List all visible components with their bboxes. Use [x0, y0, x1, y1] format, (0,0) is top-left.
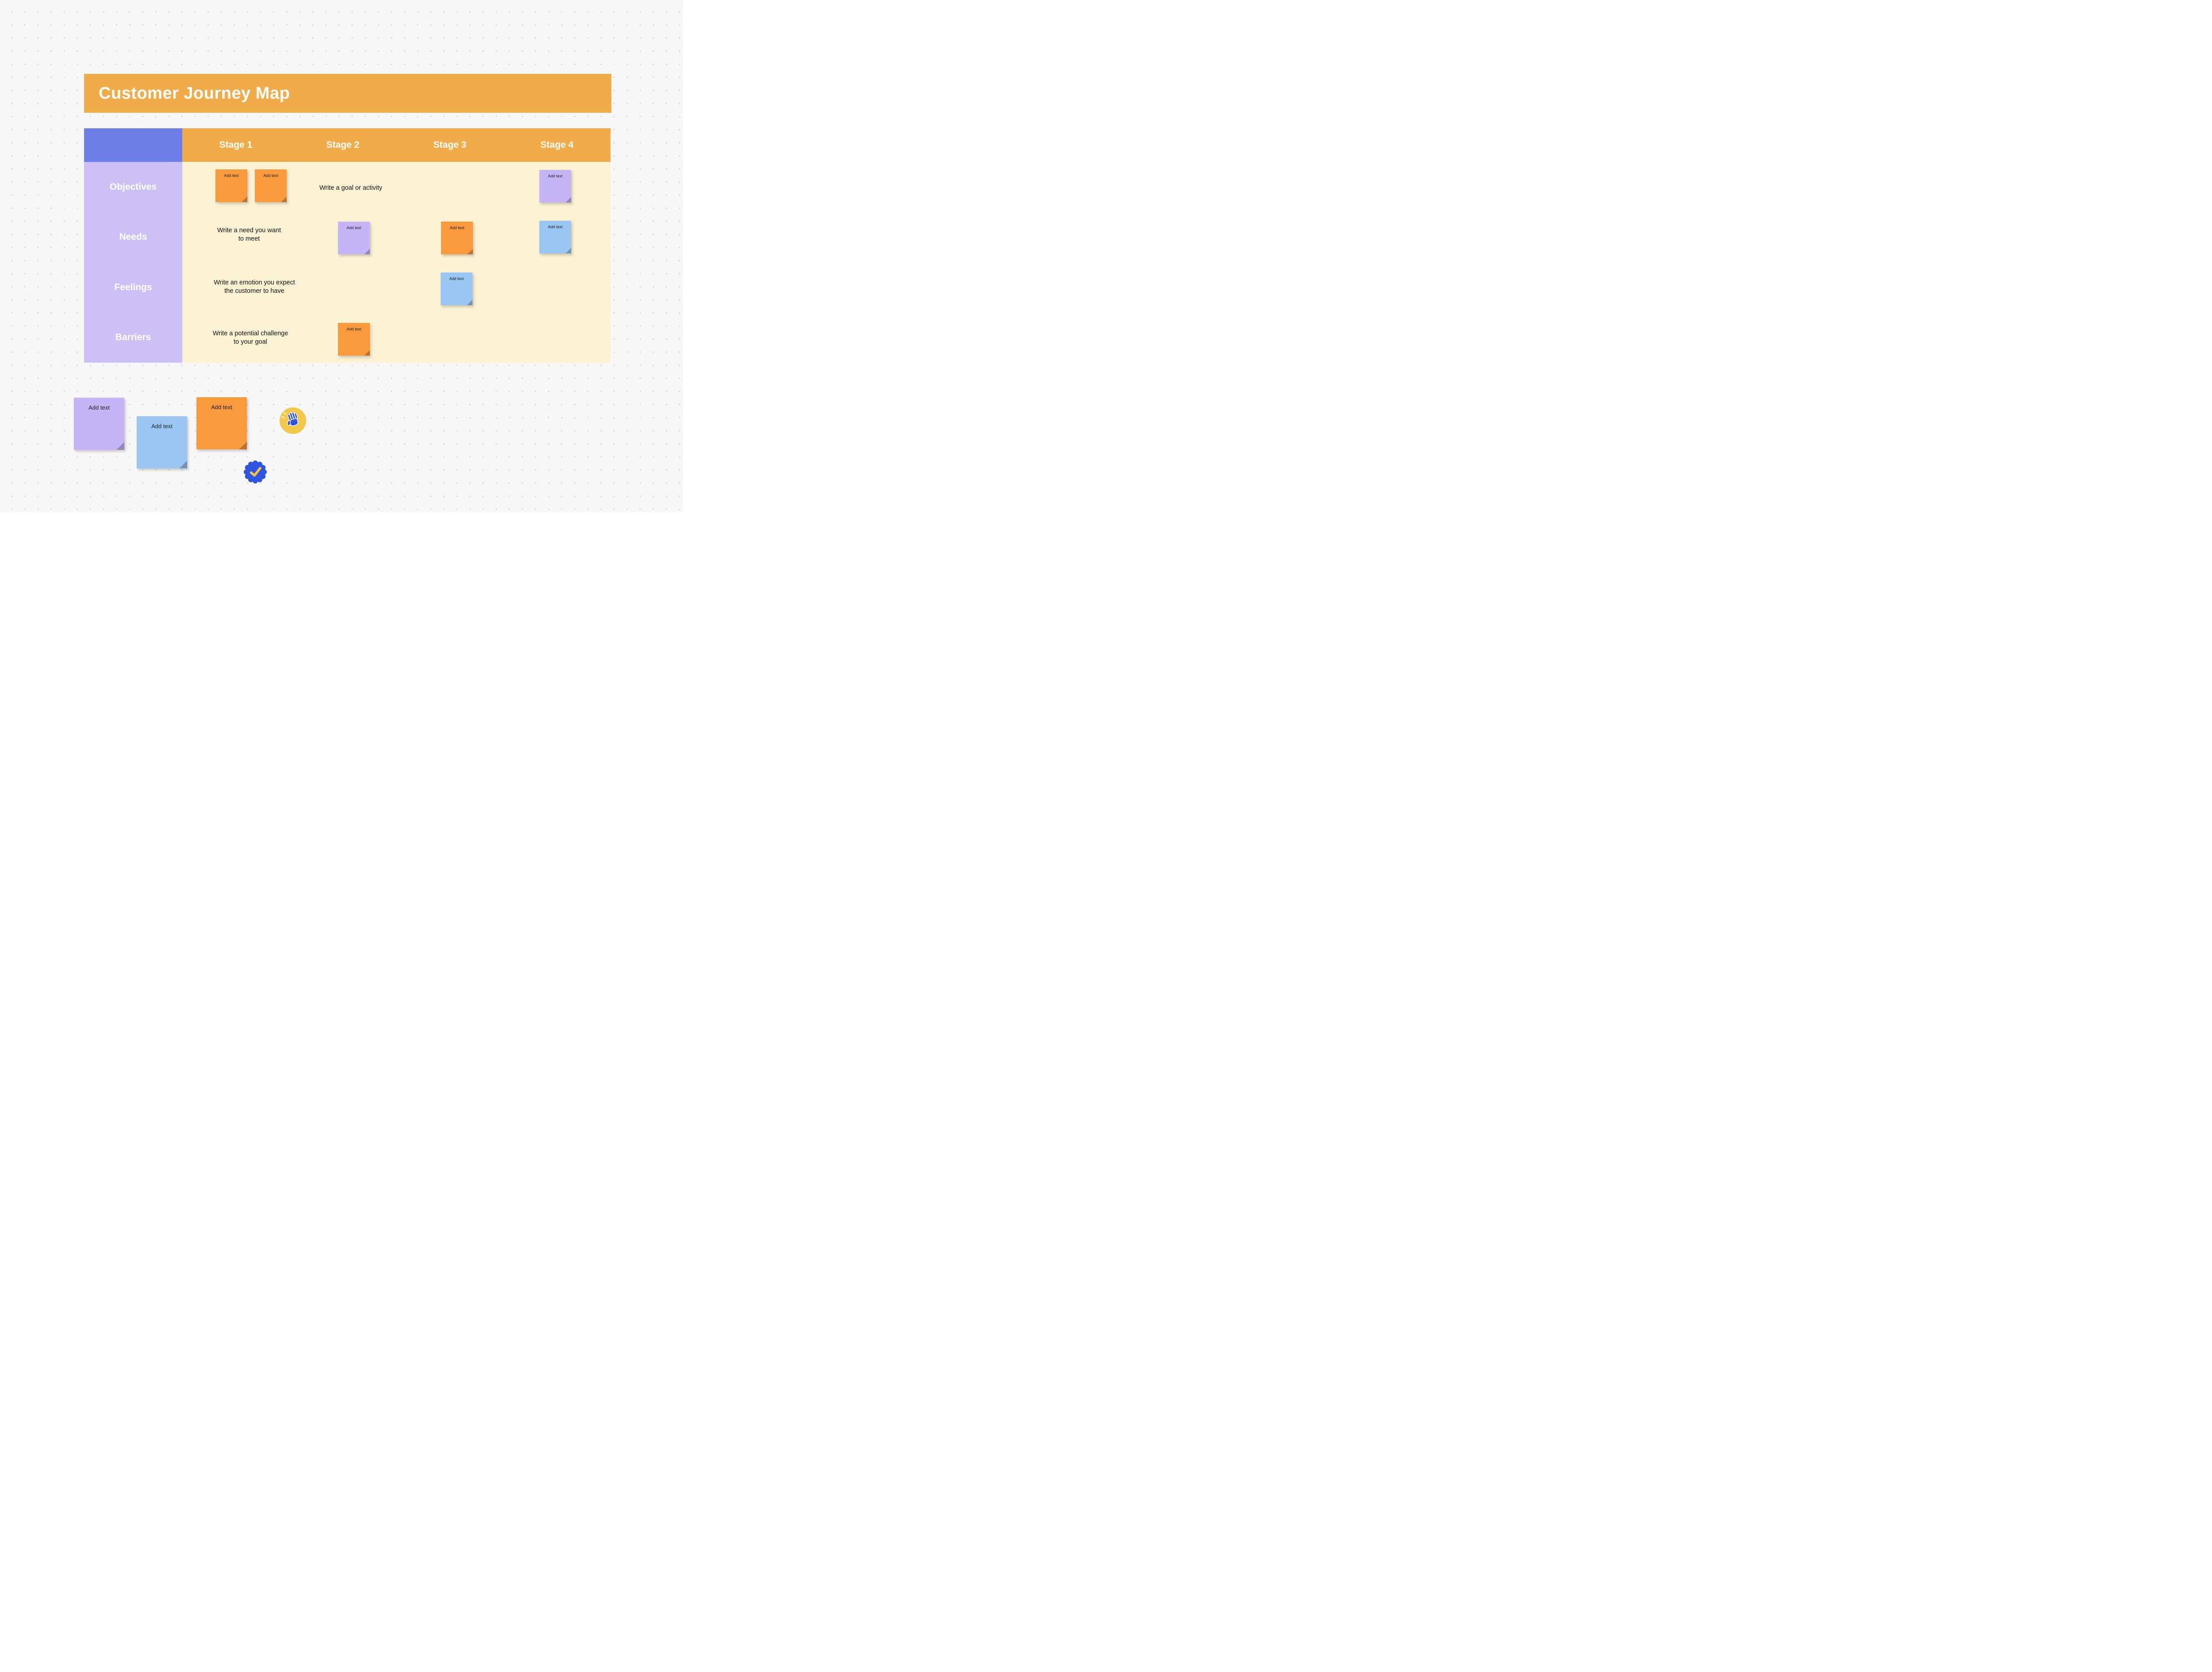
- table-body[interactable]: [182, 162, 611, 363]
- row-label-column: Objectives Needs Feelings Barriers: [84, 162, 182, 363]
- sticky-note-label: Add text: [449, 226, 465, 230]
- high-five-sticker-svg: [279, 407, 307, 434]
- sticky-note-objectives-stage4[interactable]: Add text: [539, 170, 571, 203]
- checkmark-badge-svg: [244, 460, 267, 483]
- hint-needs-stage1[interactable]: Write a need you want to meet: [217, 227, 281, 242]
- sticky-note-loose-orange[interactable]: Add text: [196, 397, 247, 449]
- sticky-note-label: Add text: [263, 173, 278, 178]
- sticky-note-barriers-stage2[interactable]: Add text: [338, 323, 370, 356]
- row-label-barriers[interactable]: Barriers: [115, 332, 151, 343]
- checkmark-badge-icon[interactable]: [243, 460, 268, 484]
- sticky-note-loose-blue[interactable]: Add text: [137, 416, 187, 468]
- hint-feelings-stage1[interactable]: Write an emotion you expect the customer…: [214, 279, 295, 295]
- sticky-note-needs-stage4[interactable]: Add text: [539, 221, 571, 253]
- journey-table: Stage 1 Stage 2 Stage 3 Stage 4 Objectiv…: [84, 128, 611, 363]
- stage-header-3[interactable]: Stage 3: [433, 140, 467, 150]
- sticky-note-loose-purple[interactable]: Add text: [74, 398, 124, 450]
- whiteboard-canvas: Customer Journey Map Stage 1 Stage 2 Sta…: [0, 0, 683, 512]
- sticky-note-label: Add text: [548, 225, 563, 229]
- hint-objectives-stage2[interactable]: Write a goal or activity: [319, 184, 383, 192]
- sticky-note-label: Add text: [346, 226, 361, 230]
- stage-header-4[interactable]: Stage 4: [540, 140, 574, 150]
- sticky-note-label: Add text: [211, 404, 232, 410]
- sticky-note-label: Add text: [548, 174, 563, 178]
- sticky-note-needs-stage3[interactable]: Add text: [441, 222, 473, 254]
- stage-header-2[interactable]: Stage 2: [326, 140, 360, 150]
- title-bar[interactable]: Customer Journey Map: [84, 74, 611, 113]
- sticky-note-label: Add text: [151, 423, 173, 430]
- stage-header-row: Stage 1 Stage 2 Stage 3 Stage 4: [182, 128, 611, 162]
- sticky-note-feelings-stage3[interactable]: Add text: [441, 272, 472, 305]
- row-label-needs[interactable]: Needs: [119, 232, 147, 242]
- sticky-note-objectives-stage1-b[interactable]: Add text: [255, 169, 287, 202]
- row-label-feelings[interactable]: Feelings: [114, 282, 152, 292]
- sticky-note-objectives-stage1-a[interactable]: Add text: [215, 169, 247, 202]
- stage-header-1[interactable]: Stage 1: [219, 140, 253, 150]
- sticky-note-label: Add text: [88, 404, 110, 411]
- sticky-note-needs-stage2[interactable]: Add text: [338, 222, 370, 254]
- high-five-sticker-icon[interactable]: [279, 407, 307, 434]
- sticky-note-label: Add text: [449, 276, 464, 281]
- sticky-note-label: Add text: [224, 173, 239, 178]
- hint-barriers-stage1[interactable]: Write a potential challenge to your goal: [212, 330, 288, 345]
- row-label-objectives[interactable]: Objectives: [109, 181, 157, 192]
- table-corner-cell[interactable]: [84, 128, 182, 162]
- board-title: Customer Journey Map: [99, 84, 290, 103]
- sticky-note-label: Add text: [346, 327, 361, 331]
